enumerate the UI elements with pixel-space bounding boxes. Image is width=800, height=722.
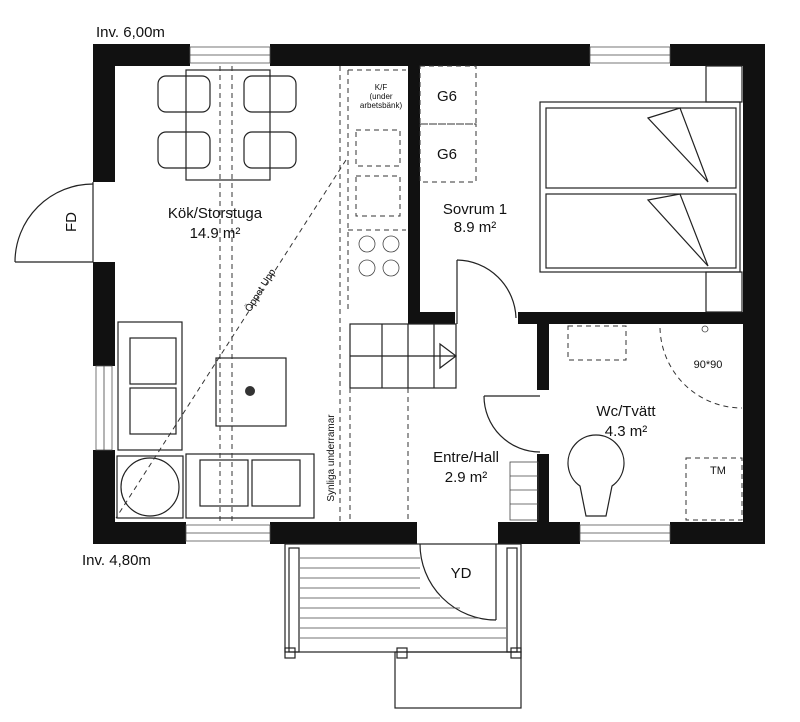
- wc-fixtures: [509, 325, 743, 521]
- dimension-bottom: Inv. 4,80m: [82, 552, 151, 569]
- fd-label: FD: [63, 212, 80, 232]
- beam-lines: [115, 66, 409, 522]
- kitchen-counter: [347, 69, 406, 312]
- dimension-top: Inv. 6,00m: [96, 24, 165, 41]
- fridge-label-2: (under: [369, 92, 392, 101]
- beds: [539, 65, 743, 313]
- windows: [95, 46, 671, 542]
- hall-area: 2.9 m²: [445, 469, 488, 486]
- interior-walls: [408, 66, 743, 522]
- exterior-walls: [93, 44, 765, 544]
- wardrobe-label-2: G6: [437, 146, 457, 163]
- visible-beams-label: Synliga underramar: [326, 414, 337, 502]
- bedroom-name: Sovrum 1: [443, 201, 507, 218]
- fridge-label-3: arbetsbänk): [360, 101, 403, 110]
- dining-set: [157, 69, 297, 181]
- hall-name: Entre/Hall: [433, 449, 499, 466]
- living-area: [116, 321, 315, 519]
- kitchen-area: 14.9 m²: [190, 225, 241, 242]
- yd-label: YD: [451, 565, 472, 582]
- doors: [14, 182, 541, 621]
- open-up-label: Öppet Upp: [243, 266, 279, 314]
- wc-area: 4.3 m²: [605, 423, 648, 440]
- kitchen-name: Kök/Storstuga: [168, 205, 263, 222]
- wardrobe-label-1: G6: [437, 88, 457, 105]
- bedroom-area: 8.9 m²: [454, 219, 497, 236]
- wardrobes: [419, 65, 477, 183]
- wc-name: Wc/Tvätt: [596, 403, 656, 420]
- shower-label: 90*90: [694, 359, 723, 371]
- porch: [284, 543, 522, 709]
- tm-label: TM: [710, 465, 726, 477]
- stairs: [349, 323, 457, 389]
- fridge-label-1: K/F: [375, 83, 388, 92]
